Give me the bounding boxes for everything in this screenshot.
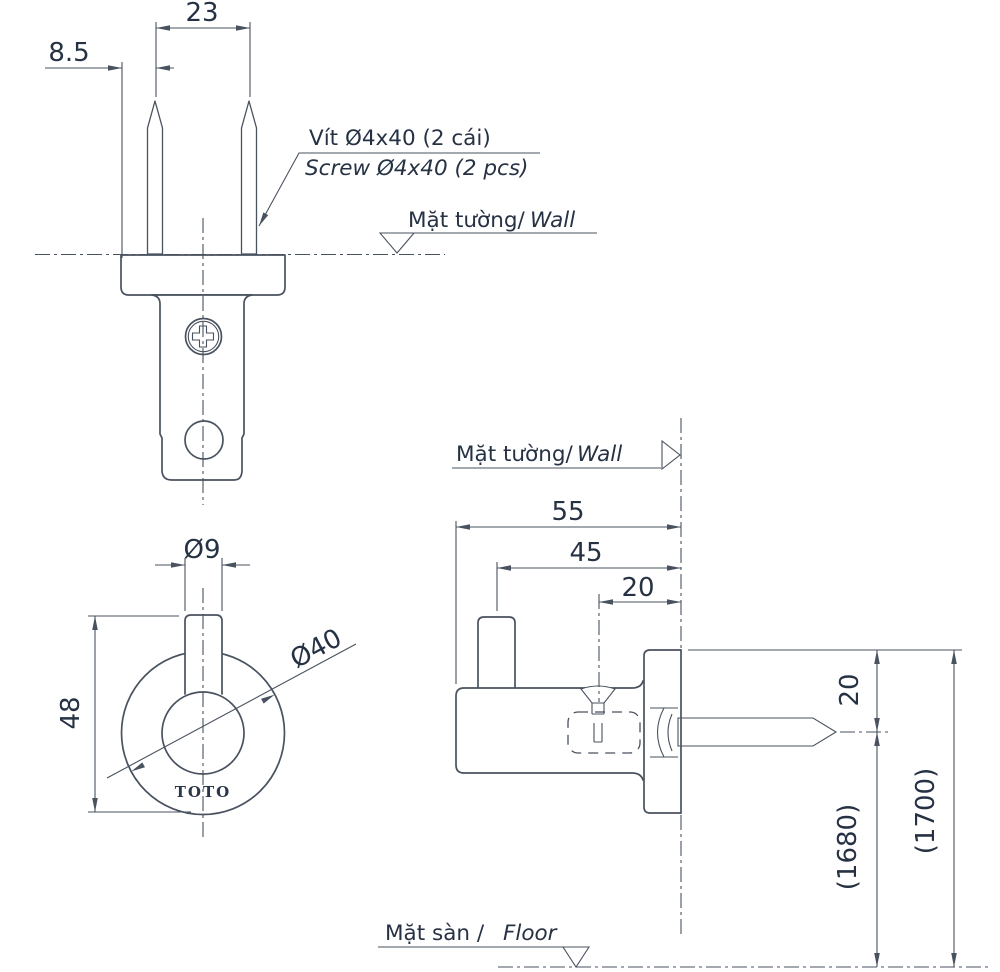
mounting-screws-plan [146,100,258,255]
front-view: TOTO Ø9 48 Ø40 [56,535,357,840]
dim-arrow [599,599,613,605]
mounting-screw-side [650,707,890,758]
dim-arrow [456,524,470,530]
setscrew-shank [591,703,605,743]
screw-head-side [650,707,678,758]
dim-top-to-floor: (1700) [911,650,957,967]
dim-arrow [156,25,170,31]
dim-screw-spacing: 23 [155,0,251,97]
dim-arrow [951,953,957,967]
dim-20v-text: 20 [835,673,865,706]
side-view: Mặt tường/ Wall 55 [452,418,962,967]
screw-left [146,100,164,255]
dim-20h-text: 20 [621,573,654,603]
dim-o40-text: Ø40 [286,623,347,675]
dim-screw-below-top: 20 (1680) [833,650,880,967]
wall-label-top: Mặt tường/ Wall [378,208,597,254]
wall-label-side-en: Wall [577,442,622,467]
flange-side [643,649,682,814]
dim-setscrew-to-wall: 20 [599,573,681,605]
dim-1700-text: (1700) [911,768,941,854]
screw-note: Vít Ø4x40 (2 cái) Screw Ø4x40 (2 pcs) [256,126,540,228]
body-side [455,680,644,781]
pin-side [477,616,516,691]
dim-45-text: 45 [569,538,602,568]
dim-arrow [874,953,880,967]
dim-flange-to-screw: 8.5 [45,38,174,258]
dim-arrow [874,718,880,732]
floor-label-vi: Mặt sàn / [385,921,485,946]
wall-label-top-vi: Mặt tường/ [408,208,525,233]
dim-48-text: 48 [56,696,86,729]
leader-arrow [256,212,269,228]
floor-label-en: Floor [503,921,558,946]
dim-overall-height: 48 [56,615,191,813]
dim-pin-to-wall: 45 [496,538,681,611]
dim-arrow [667,524,681,530]
dim-8-5-text: 8.5 [48,38,89,68]
dim-arrow [92,798,98,812]
dim-arrow [497,565,511,571]
screw-thread-side [677,717,838,747]
screw-note-vi: Vít Ø4x40 (2 cái) [309,126,491,151]
leader-line [258,152,540,227]
dim-o9-text: Ø9 [183,535,220,565]
dim-total-depth: 55 [455,497,681,684]
screw-note-en: Screw Ø4x40 (2 pcs) [305,156,528,181]
dim-1680-text: (1680) [833,804,863,890]
hook-hole-plan [184,420,224,460]
surface-triangle-icon [661,439,681,471]
surface-triangle-icon [378,232,416,254]
dim-55-text: 55 [551,497,584,527]
dim-arrow [951,650,957,664]
wall-label-side: Mặt tường/ Wall [452,439,681,471]
setscrew-head [580,685,616,704]
dim-arrow [667,599,681,605]
surface-triangle-icon [561,946,591,969]
body-plan [151,294,253,481]
setscrew-side [580,594,616,743]
dim-arrow [874,650,880,664]
dim-23-text: 23 [185,0,218,28]
wall-label-top-en: Wall [530,208,575,233]
phillips-cross-icon [191,325,215,348]
screw-right [240,100,258,255]
wall-label-side-vi: Mặt tường/ [456,442,573,467]
dim-arrow [92,616,98,630]
floor: Mặt sàn / Floor [378,921,992,969]
dim-pin-diameter: Ø9 [155,535,250,611]
dim-arrow [874,732,880,746]
dim-arrow [108,65,122,71]
dim-arrow [222,562,236,568]
top-view: 23 8.5 Vít Ø4x40 (2 cái) Screw Ø4x40 (2 … [35,0,597,505]
toto-logo: TOTO [175,783,231,801]
dim-arrow [667,565,681,571]
dim-arrow [236,25,250,31]
dim-arrow [156,65,170,71]
